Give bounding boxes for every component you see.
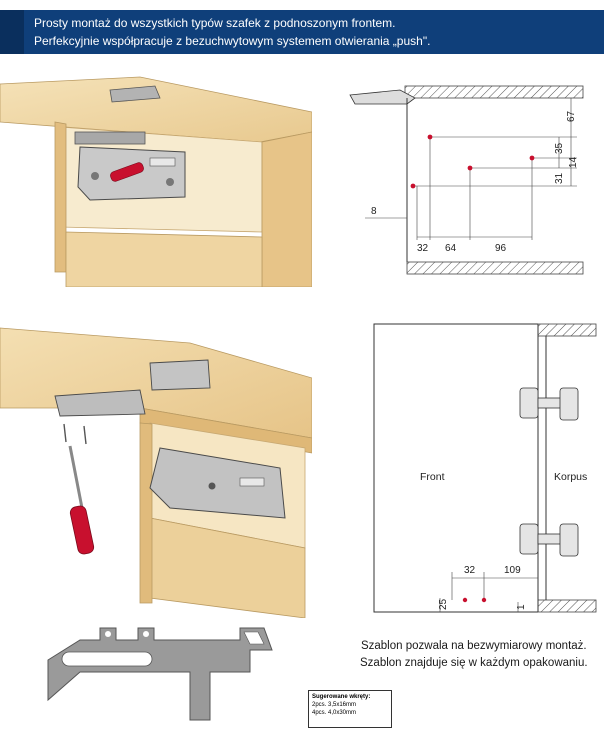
dim-31: 31 <box>554 172 565 184</box>
dim-35: 35 <box>554 142 565 154</box>
template-caption: Szablon pozwala na bezwymiarowy montaż. … <box>360 638 588 672</box>
dim-8: 8 <box>371 206 377 217</box>
dim-1: 1 <box>516 604 527 610</box>
caption-line-1: Szablon pozwala na bezwymiarowy montaż. <box>360 640 587 652</box>
dim-96: 96 <box>495 243 507 254</box>
dim-32-side: 32 <box>464 565 476 576</box>
banner-text: Prosty montaż do wszystkich typów szafek… <box>34 14 430 50</box>
caption-line-2: Szablon znajduje się w każdym opakowaniu… <box>360 657 588 669</box>
screws-note-line-1: 2pcs. 3,5x16mm <box>312 702 357 708</box>
korpus-label: Korpus <box>554 471 587 483</box>
header-banner: Prosty montaż do wszystkich typów szafek… <box>0 10 604 54</box>
dim-64: 64 <box>445 243 457 254</box>
front-label: Front <box>420 471 445 483</box>
dim-25: 25 <box>438 598 449 610</box>
dim-32: 32 <box>417 243 429 254</box>
dim-109: 109 <box>504 565 521 576</box>
dim-14: 14 <box>568 156 579 168</box>
screws-note-title: Sugerowane wkręty: <box>312 694 371 700</box>
top-drilling-diagram: 67 35 14 31 8 32 64 96 <box>349 85 584 275</box>
screws-note: Sugerowane wkręty: 2pcs. 3,5x16mm 4pcs. … <box>308 690 392 728</box>
screws-note-line-2: 4pcs. 4,0x30mm <box>312 710 357 716</box>
cabinet-mechanism-illustration <box>0 76 312 287</box>
dim-67: 67 <box>566 110 577 122</box>
mounting-template-tool <box>47 627 273 721</box>
mounting-screwdriver-illustration <box>0 327 312 618</box>
side-view-diagram: Front Korpus 32 109 25 1 <box>373 323 597 613</box>
banner-accent <box>0 10 24 54</box>
banner-line-1: Prosty montaż do wszystkich typów szafek… <box>34 16 396 30</box>
banner-line-2: Perfekcyjnie współpracuje z bezuchwytowy… <box>34 34 431 48</box>
